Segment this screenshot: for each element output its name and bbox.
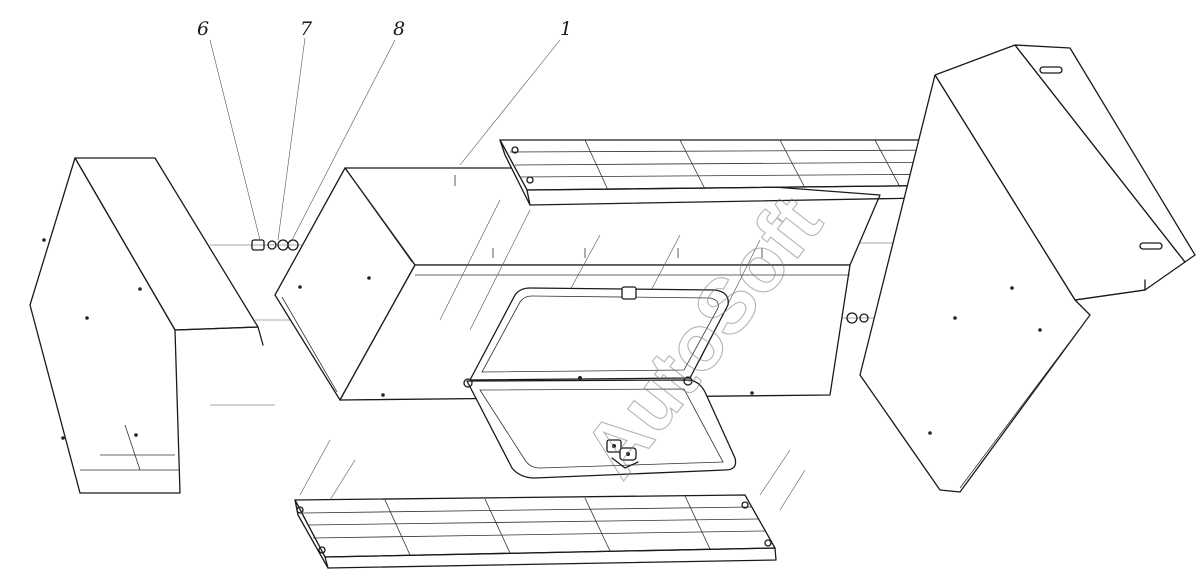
callout-6: 6 (197, 18, 209, 40)
left-end-cover (29, 157, 275, 494)
lower-step (294, 439, 806, 569)
door-opening-frame (469, 286, 729, 381)
callout-8: 8 (393, 18, 405, 40)
hinged-door (463, 376, 737, 479)
callout-leaders (209, 37, 561, 241)
right-end-cover (859, 44, 1196, 493)
callout-1: 1 (560, 18, 572, 40)
upper-step (499, 139, 979, 206)
callout-7: 7 (300, 18, 313, 40)
